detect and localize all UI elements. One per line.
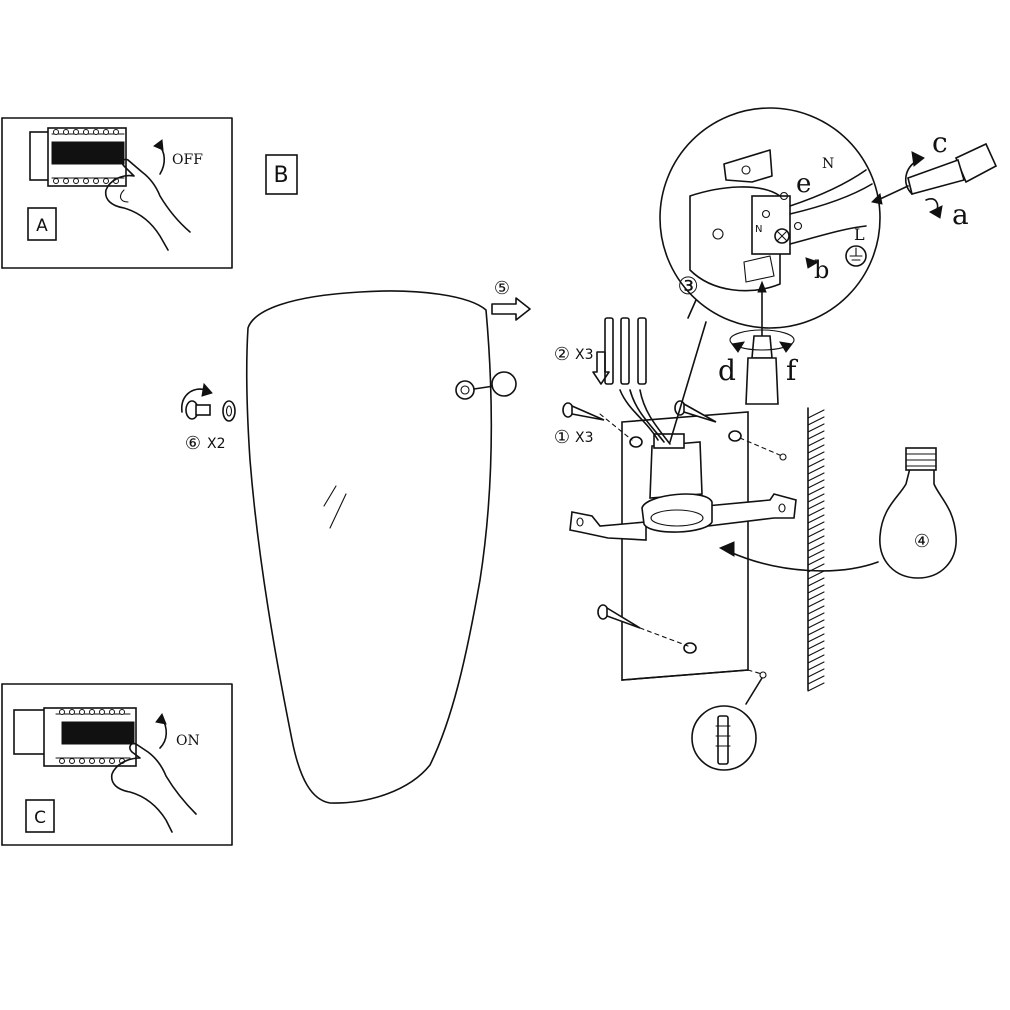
insert-arrow [729, 551, 879, 572]
svg-text:①: ① [554, 427, 570, 448]
wiring-letter-b: b [814, 256, 829, 284]
screw-icon [185, 400, 211, 420]
hand-icon [104, 158, 191, 251]
wiring-letter-e: e [796, 169, 811, 199]
lamp-holder [641, 433, 713, 533]
insulation-sleeves [592, 317, 647, 385]
wall-screw-icon [562, 402, 605, 421]
switch-state-on: ON [176, 733, 200, 749]
wiring-letter-d: d [718, 354, 736, 387]
rotate-arrow-icon [181, 388, 207, 413]
rotate-arrow-icon [729, 329, 795, 351]
panel-label-a: A [36, 216, 48, 236]
wall [807, 407, 825, 692]
light-bulb-icon: ④ [879, 447, 957, 579]
step-1-marker: ① X3 [554, 427, 594, 448]
breaker-box-icon [29, 127, 127, 187]
hand-icon [110, 742, 197, 833]
panel-c-switch-on: ON C [1, 683, 233, 846]
wall-screw-icon [597, 604, 641, 629]
panel-b-label-box: B [265, 154, 298, 195]
svg-text:③: ③ [677, 272, 699, 300]
wiring-detail-zoom: N L N e b [659, 107, 881, 329]
svg-text:④: ④ [914, 531, 930, 552]
cable-wires [619, 321, 707, 445]
wiring-letter-c: c [932, 126, 948, 159]
panel-a-switch-off: OFF A [1, 117, 233, 269]
terminal-label-neutral: N [822, 156, 834, 172]
svg-text:⑥: ⑥ [185, 433, 201, 454]
switch-state-off: OFF [172, 152, 203, 168]
screwdriver-icon [870, 142, 998, 205]
step-6-screw-and-washer: ⑥ X2 [181, 382, 236, 454]
wiring-letter-a: a [952, 198, 969, 231]
glass-shade [245, 290, 517, 804]
mounting-bracket [569, 493, 797, 541]
step-5-marker: ⑤ [491, 278, 531, 321]
svg-text:②: ② [554, 344, 570, 365]
panel-label-b: B [273, 163, 288, 188]
wiring-letter-f: f [786, 354, 799, 387]
svg-text:X2: X2 [207, 436, 226, 452]
step-2-marker: ② X3 [554, 344, 594, 365]
washer-icon [222, 400, 236, 422]
terminal-label-live: L [854, 225, 865, 244]
screwdriver-icon [745, 280, 779, 405]
svg-text:⑤: ⑤ [494, 278, 510, 299]
arrow-down-icon [592, 351, 610, 385]
panel-label-c: C [34, 808, 46, 828]
arrow-right-icon [491, 297, 531, 321]
svg-text:X3: X3 [575, 430, 594, 446]
wall-plug-icon [691, 677, 763, 771]
step-3-marker: ③ [677, 272, 699, 300]
breaker-box-icon [13, 707, 137, 767]
svg-text:X3: X3 [575, 347, 594, 363]
terminal-label-n: N [755, 224, 762, 235]
